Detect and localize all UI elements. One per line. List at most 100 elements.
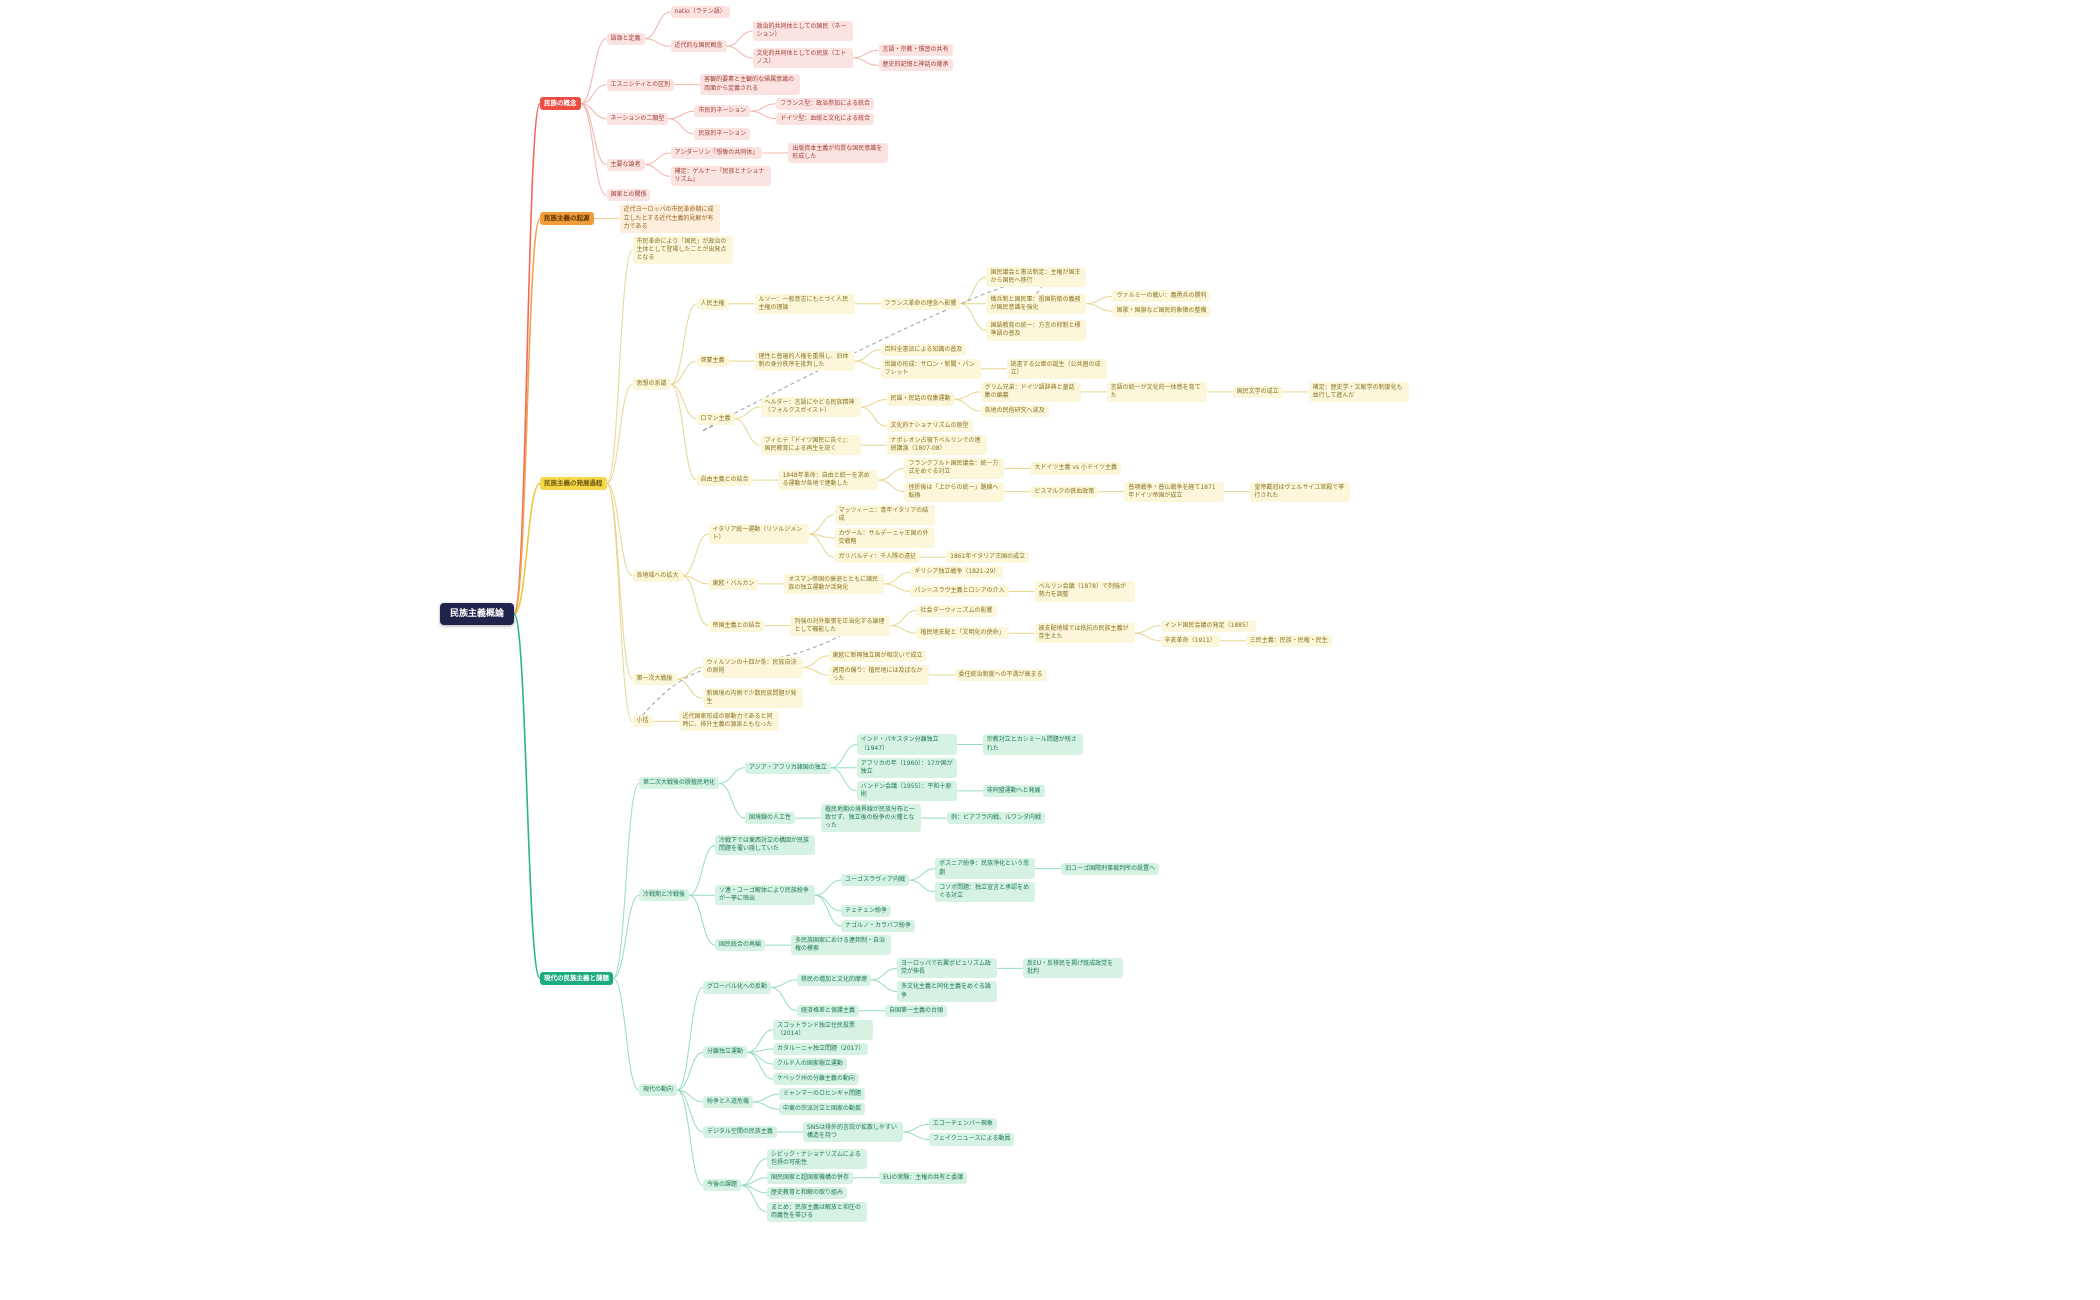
subtopic[interactable]: ソ連・ユーゴ解体により民族紛争が一挙に噴出 [715,885,816,906]
subtopic[interactable]: フランス型：政治参加による統合 [776,97,874,110]
subtopic[interactable]: 文化的共同体としての民族（エトノス） [752,47,853,68]
subtopic[interactable]: 冷戦期と冷戦後 [639,889,690,902]
branch-topic[interactable]: 民族主義の発展過程 [540,477,607,490]
subtopic[interactable]: ユーゴスラヴィア内戦 [841,874,910,887]
subtopic[interactable]: シビック・ナショナリズムによる包摂の可能性 [767,1148,868,1169]
subtopic[interactable]: 社会ダーウィニズムの影響 [916,604,997,617]
subtopic[interactable]: 非同盟運動へと発展 [982,784,1045,797]
subtopic[interactable]: パン＝スラヴ主義とロシアの介入 [910,585,1009,598]
subtopic[interactable]: 補足：歴史学・文献学の制度化も並行して進んだ [1308,381,1409,402]
subtopic[interactable]: EUの実験：主権の共有と委譲 [879,1171,968,1184]
subtopic[interactable]: 三民主義：民族・民権・民生 [1245,634,1332,647]
subtopic[interactable]: 人民主権 [696,297,729,310]
subtopic[interactable]: アフリカの年（1960）：17か国が独立 [856,757,957,778]
subtopic[interactable]: まとめ：民族主義は解放と抑圧の両義性を帯びる [767,1201,868,1223]
subtopic[interactable]: ロマン主義 [696,412,735,425]
subtopic[interactable]: 出版資本主義が均質な国民意識を形成した [788,142,889,164]
subtopic[interactable]: 1848年革命：自由と統一を求める運動が各地で連動した [778,469,879,491]
subtopic[interactable]: 語源と定義 [606,32,645,45]
subtopic[interactable]: ルソー：一般意志にもとづく人民主権の理論 [754,293,855,314]
subtopic[interactable]: 補足：ゲルナー『民族とナショナリズム』 [670,166,771,187]
subtopic[interactable]: インド・パキスタン分離独立（1947） [856,734,957,755]
subtopic[interactable]: 思想の系譜 [632,378,671,391]
subtopic[interactable]: エスニシティとの区別 [606,78,675,91]
subtopic[interactable]: カヴール：サルデーニャ王国の外交戦略 [834,527,935,549]
subtopic[interactable]: インド国民会議の発足（1885） [1160,619,1256,632]
subtopic[interactable]: 多民族国家における連邦制・自治権の模索 [791,935,892,956]
subtopic[interactable]: 世論の形成：サロン・新聞・パンフレット [880,358,981,379]
subtopic[interactable]: 反EU・反移民を掲げ既成政党を批判 [1023,958,1123,979]
subtopic[interactable]: バンドン会議（1955）：平和十原則 [856,780,957,801]
subtopic[interactable]: 国民国家と超国家機構の併存 [767,1171,854,1184]
subtopic[interactable]: 植民地支配と「文明化の使命」 [916,627,1009,640]
subtopic[interactable]: 宗教対立とカシミール問題が残された [982,734,1083,755]
subtopic[interactable]: 政治的共同体としての国民（ネーション） [752,21,853,42]
subtopic[interactable]: 歴史教育と和解の取り組み [767,1186,848,1199]
subtopic[interactable]: スコットランド独立住民投票（2014） [773,1019,874,1040]
subtopic[interactable]: ボスニア紛争：民族浄化という悲劇 [935,858,1036,879]
subtopic[interactable]: 分離独立運動 [703,1046,748,1059]
subtopic[interactable]: 普墺戦争・普仏戦争を経て1871年ドイツ帝国が成立 [1124,481,1225,502]
subtopic[interactable]: 植民地期の境界線が民族分布と一致せず、独立後の紛争の火種となった [821,804,922,833]
subtopic[interactable]: クルド人の国家樹立運動 [773,1057,847,1071]
subtopic[interactable]: 各地域への拡大 [632,569,683,582]
subtopic[interactable]: 市民革命により「国民」が政治の主体として登場したことが出発点となる [632,235,733,264]
subtopic[interactable]: SNSは排外的言説が拡散しやすい構造を持つ [802,1121,903,1143]
central-topic[interactable]: 民族主義概論 [440,602,515,626]
subtopic[interactable]: 冷戦下では東西対立の構図が民族問題を覆い隠していた [715,835,816,856]
subtopic[interactable]: 国民文学の成立 [1232,385,1283,398]
subtopic[interactable]: アンダーソン『想像の共同体』 [670,146,763,160]
subtopic[interactable]: ネーションの二類型 [606,112,669,125]
subtopic[interactable]: 多文化主義と同化主義をめぐる論争 [897,981,997,1002]
subtopic[interactable]: 主要な論者 [606,158,645,171]
subtopic[interactable]: 国家との関係 [606,189,651,202]
branch-topic[interactable]: 民族の概念 [540,97,581,111]
subtopic[interactable]: ガリバルディ：千人隊の遠征 [834,551,921,564]
subtopic[interactable]: 歴史的記憶と神話の継承 [878,59,953,72]
subtopic[interactable]: 帝国主義との結合 [708,619,765,632]
subtopic[interactable]: 民族的ネーション [694,127,751,140]
subtopic[interactable]: 挫折後は「上からの統一」路線へ転換 [904,481,1005,502]
subtopic[interactable]: 自国第一主義の台頭 [885,1004,948,1017]
subtopic[interactable]: ヨーロッパで右翼ポピュリズム政党が伸長 [897,958,997,979]
subtopic[interactable]: 辛亥革命（1911） [1160,634,1220,647]
subtopic[interactable]: ヴァルミーの戦い：義勇兵の勝利 [1112,290,1211,303]
subtopic[interactable]: 各地の民俗研究へ波及 [980,405,1049,418]
subtopic[interactable]: デジタル空間の民族主義 [703,1125,777,1138]
subtopic[interactable]: ウィルソンの十四か条：民族自決の原則 [702,657,803,678]
subtopic[interactable]: オスマン帝国の衰退とともに諸民族の独立運動が活発化 [784,573,885,594]
subtopic[interactable]: 第一次大戦後 [632,672,677,686]
subtopic[interactable]: natio（ラテン語） [670,6,730,19]
subtopic[interactable]: 紛争と人道危機 [703,1095,754,1108]
subtopic[interactable]: フランクフルト国民議会：統一方式をめぐる対立 [904,458,1005,479]
subtopic[interactable]: 百科全書派による知識の普及 [880,343,967,356]
subtopic[interactable]: 客観的要素と主観的な帰属意識の両面から定義される [700,74,801,95]
subtopic[interactable]: 皇帝戴冠はヴェルサイユ宮殿で挙行された [1250,481,1351,502]
branch-topic[interactable]: 民族主義の起源 [540,212,594,225]
subtopic[interactable]: 近代ヨーロッパの市民革命期に成立したとする近代主義的見解が有力である [619,204,720,233]
subtopic[interactable]: 大ドイツ主義 vs 小ドイツ主義 [1030,462,1121,475]
subtopic[interactable]: 近代国家形成の原動力であると同時に、排外主義の源泉ともなった [678,711,779,732]
subtopic[interactable]: 新国境の内側で少数民族問題が発生 [702,688,803,709]
subtopic[interactable]: 適用の偏り：植民地には及ばなかった [828,664,929,686]
subtopic[interactable]: 徴兵制と国民軍：祖国防衛の義務が国民意識を強化 [986,293,1087,314]
subtopic[interactable]: アジア・アフリカ諸国の独立 [745,761,831,774]
subtopic[interactable]: 民謡・民話の収集運動 [886,393,955,406]
subtopic[interactable]: 国語教育の統一：方言の抑制と標準語の普及 [986,320,1087,341]
subtopic[interactable]: 文化的ナショナリズムの原型 [886,420,973,433]
subtopic[interactable]: ドイツ型：血統と文化による統合 [776,112,875,125]
subtopic[interactable]: 被支配地域では抵抗の民族主義が芽生えた [1034,623,1135,644]
subtopic[interactable]: 例：ビアフラ内戦、ルワンダ内戦 [947,812,1046,825]
subtopic[interactable]: ナゴルノ・カラバフ紛争 [841,919,915,933]
subtopic[interactable]: 経済格差と保護主義 [796,1004,859,1017]
subtopic[interactable]: ビスマルクの鉄血政策 [1030,485,1099,498]
subtopic[interactable]: 委任統治制度への不満が高まる [954,668,1047,682]
subtopic[interactable]: 第二次大戦後の脱植民地化 [639,777,720,790]
subtopic[interactable]: 国民統合の再編 [715,939,766,952]
subtopic[interactable]: イタリア統一運動（リソルジメント） [708,523,809,545]
subtopic[interactable]: ヘルダー：言語にやどる民族精神（フォルクスガイスト） [760,396,861,418]
subtopic[interactable]: 移民の増加と文化的摩擦 [796,973,871,986]
subtopic[interactable]: マッツィーニ：青年イタリアの結成 [834,504,935,525]
subtopic[interactable]: チェチェン紛争 [841,904,892,917]
